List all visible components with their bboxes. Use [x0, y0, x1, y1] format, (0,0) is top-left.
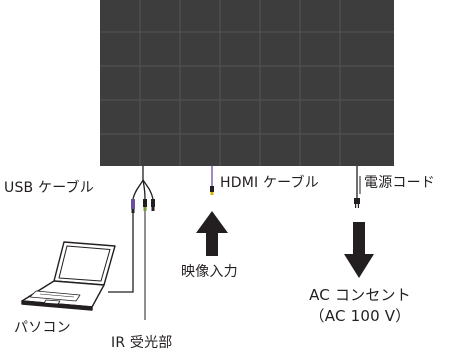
power-cord — [354, 166, 360, 208]
usb-cable — [132, 166, 154, 200]
hdmi-cable-label: HDMI ケーブル — [220, 175, 319, 191]
display-panel — [100, 0, 394, 166]
video-input-arrow — [196, 211, 228, 256]
usb-cable-label: USB ケーブル — [4, 180, 94, 196]
power-cord-label: 電源コード — [364, 175, 435, 191]
ac-outlet-label-line2: （AC 100 V） — [309, 307, 411, 325]
video-input-label: 映像入力 — [181, 264, 238, 280]
ir-plug — [143, 199, 155, 211]
laptop-pc-icon — [21, 241, 116, 311]
ac-power-arrow — [344, 222, 374, 278]
usb-to-pc-line — [108, 213, 134, 293]
usb-plug — [131, 199, 135, 213]
display-grid — [100, 0, 394, 166]
ir-receiver-label: IR 受光部 — [111, 335, 173, 351]
ac-outlet-label-line1: AC コンセント — [309, 286, 411, 304]
pc-label: パソコン — [14, 320, 71, 336]
ac-outlet-label: AC コンセント （AC 100 V） — [300, 285, 420, 327]
hdmi-cable — [210, 166, 214, 195]
display-screen — [100, 0, 394, 166]
